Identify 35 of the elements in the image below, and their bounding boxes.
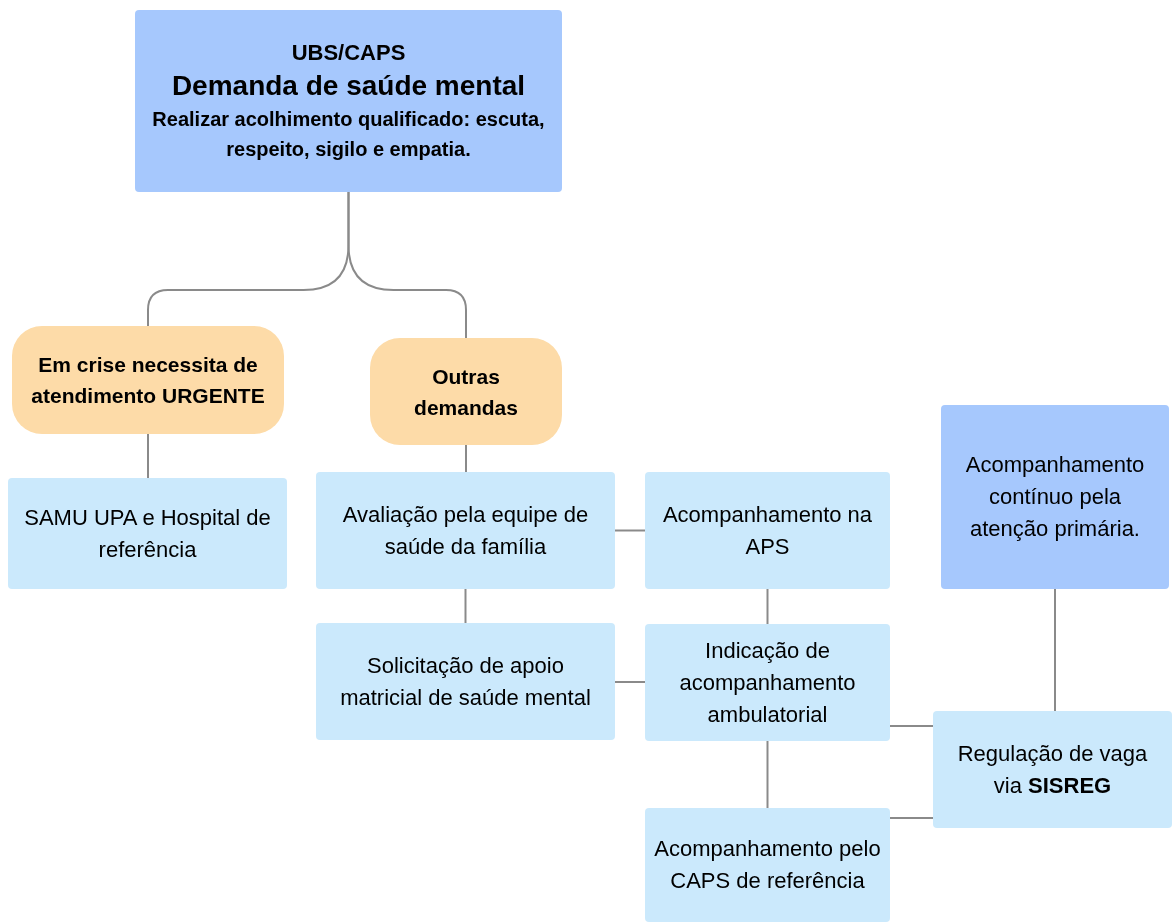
node-text: Em crise necessita de atendimento URGENTE (30, 352, 266, 409)
node-text: Acompanhamento pelo CAPS de referência (653, 835, 882, 895)
connector-line (147, 433, 149, 479)
connector-line (464, 588, 467, 624)
branch-box (12, 326, 284, 434)
connector-line (614, 681, 646, 683)
connector-line (889, 817, 934, 819)
connector-line (766, 588, 769, 625)
node-text: Outras demandas (413, 363, 519, 421)
header-box (135, 10, 562, 192)
process-box (645, 808, 890, 922)
node-text: Avaliação pela equipe de saúde da família (341, 500, 590, 561)
node-text: Indicação de acompanhamento ambulatorial (678, 636, 857, 729)
process-box (8, 478, 287, 589)
node-text: Regulação de vaga via SISREG (956, 739, 1149, 800)
process-box (316, 623, 615, 740)
process-box (645, 472, 890, 589)
connector-line (766, 740, 769, 809)
node-text: Demanda de saúde mental (171, 69, 526, 103)
connector-line (347, 191, 467, 339)
connector-line (1054, 588, 1056, 712)
node-text: Solicitação de apoio matricial de saúde mental (339, 651, 592, 712)
connector-line (465, 444, 467, 473)
connector-line (614, 529, 646, 532)
node-text: SAMU UPA e Hospital de referência (23, 503, 272, 564)
process-box (316, 472, 615, 589)
branch-box (370, 338, 562, 445)
header-label: UBS/CAPS (291, 39, 406, 67)
process-box (645, 624, 890, 741)
node-text: Acompanhamento contínuo pela atenção primária. (964, 451, 1146, 543)
process-box (941, 405, 1169, 589)
connector-line (889, 725, 934, 727)
node-text: Realizar acolhimento qualificado: escuta, respeito, sigilo e empatia. (151, 107, 546, 162)
node-text: Acompanhamento na APS (661, 500, 874, 561)
process-box (933, 711, 1172, 828)
